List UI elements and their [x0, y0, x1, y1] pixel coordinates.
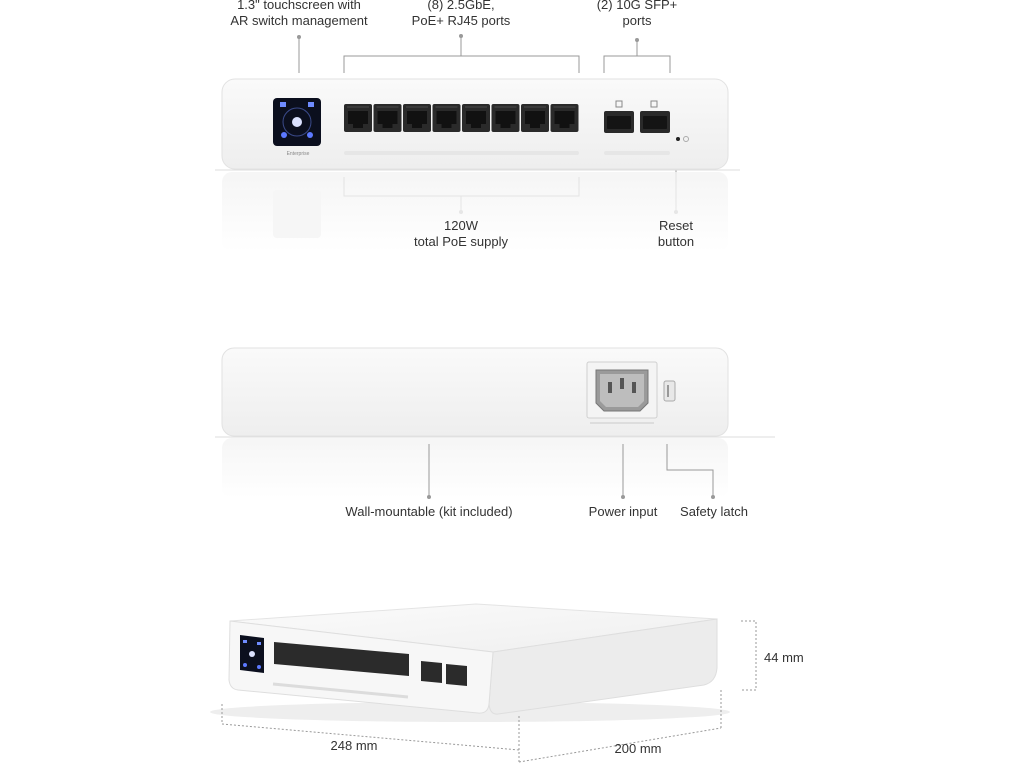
rj45-port — [462, 104, 490, 132]
safety-latch — [663, 380, 676, 402]
rj45-port — [491, 104, 520, 132]
depth-dimension-label: 200 mm — [614, 741, 662, 756]
brand-mark: Enterprise — [286, 151, 310, 157]
safety-latch-label: Safety latch — [680, 504, 748, 519]
rj45-port — [373, 104, 402, 132]
rj45-port — [344, 104, 372, 132]
poe-supply-label: 120W total PoE supply — [414, 218, 508, 249]
rj45-ports — [344, 104, 579, 132]
touchscreen-label: 1.3" touchscreen with AR switch manageme… — [230, 0, 368, 28]
rj45-port — [403, 104, 431, 132]
touchscreen — [240, 635, 264, 673]
height-dimension-label: 44 mm — [764, 650, 804, 665]
wall-mount-label: Wall-mountable (kit included) — [345, 504, 513, 519]
sfp-ports-label: (2) 10G SFP+ ports — [596, 0, 678, 28]
front-view — [215, 34, 740, 252]
rear-view — [215, 347, 775, 499]
rj45-port — [550, 104, 579, 132]
rj45-port — [432, 104, 461, 132]
reset-button — [676, 137, 680, 141]
sfp-ports — [421, 661, 467, 686]
isometric-view — [210, 603, 757, 763]
power-input-label: Power input — [588, 504, 658, 519]
rj45-ports-label: (8) 2.5GbE, PoE+ RJ45 ports — [411, 0, 511, 28]
width-dimension-label: 248 mm — [330, 738, 378, 753]
sfp-ports — [604, 100, 670, 155]
reset-button-label: Reset button — [657, 218, 695, 249]
rj45-port — [521, 104, 549, 132]
touchscreen — [273, 98, 321, 146]
power-inlet — [586, 361, 658, 424]
rj45-ports — [272, 642, 409, 699]
